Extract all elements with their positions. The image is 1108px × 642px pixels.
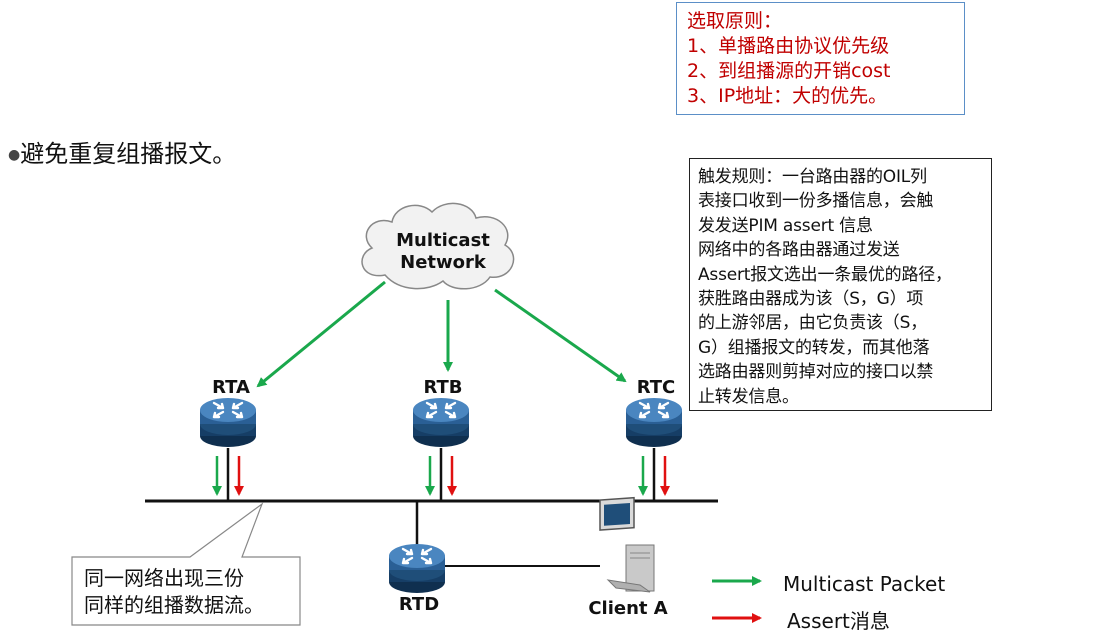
multicast-cloud	[361, 202, 515, 290]
client-label: Client A	[588, 598, 668, 619]
router-rta-label: RTA	[212, 377, 250, 398]
callout-box	[71, 502, 301, 626]
bullet-text: 避免重复组播报文。	[20, 140, 237, 168]
bullet-dot-icon: ●	[8, 147, 21, 163]
cloud-label-line1: Multicast	[396, 230, 490, 251]
callout-line2: 同样的组播数据流。	[84, 593, 264, 617]
legend-multicast-label: Multicast Packet	[783, 572, 946, 596]
router-rtb-label: RTB	[423, 377, 463, 398]
router-rta-icon	[198, 396, 258, 449]
trigger-line: 触发规则：一台路由器的OIL列	[698, 167, 927, 187]
arrow-to-rta	[256, 280, 386, 388]
router-rtd-label: RTD	[398, 594, 440, 615]
client-pc-icon	[599, 496, 655, 593]
trigger-line: G）组播报文的转发，而其他落	[698, 337, 930, 358]
callout-text: 同一网络出现三份 同样的组播数据流。	[84, 565, 264, 619]
router-rtc-label: RTC	[636, 377, 676, 398]
legend-assert-label: Assert消息	[787, 609, 890, 633]
router-rtd-icon	[387, 542, 447, 595]
trigger-line: 表接口收到一份多播信息，会触	[698, 191, 934, 212]
callout-line1: 同一网络出现三份	[84, 566, 244, 590]
arrow-to-rtc	[494, 288, 627, 383]
trigger-line: 止转发信息。	[698, 386, 799, 407]
router-rtb-icon	[411, 396, 471, 449]
selection-rules-box: 选取原则： 1、单播路由协议优先级 2、到组播源的开销cost 3、IP地址：大…	[676, 2, 965, 115]
rules-line: 选取原则：	[687, 10, 783, 32]
bullet-heading: ●避免重复组播报文。	[8, 134, 236, 169]
rules-line: 3、IP地址：大的优先。	[687, 85, 888, 107]
cloud-label-line2: Network	[400, 252, 486, 273]
trigger-rules-box: 触发规则：一台路由器的OIL列 表接口收到一份多播信息，会触 发发送PIM as…	[689, 158, 992, 411]
rules-line: 2、到组播源的开销cost	[687, 60, 891, 82]
trigger-line: 选路由器则剪掉对应的接口以禁	[698, 362, 934, 383]
cloud-label: Multicast Network	[396, 230, 490, 274]
rules-line: 1、单播路由协议优先级	[687, 35, 890, 57]
router-rtc-icon	[624, 396, 684, 449]
trigger-line: 发发送PIM assert 信息	[698, 215, 873, 236]
trigger-line: 网络中的各路由器通过发送	[698, 240, 900, 261]
trigger-line: 的上游邻居，由它负责该（S，	[698, 313, 927, 334]
trigger-line: 获胜路由器成为该（S，G）项	[698, 289, 924, 310]
trigger-line: Assert报文选出一条最优的路径，	[698, 264, 952, 285]
